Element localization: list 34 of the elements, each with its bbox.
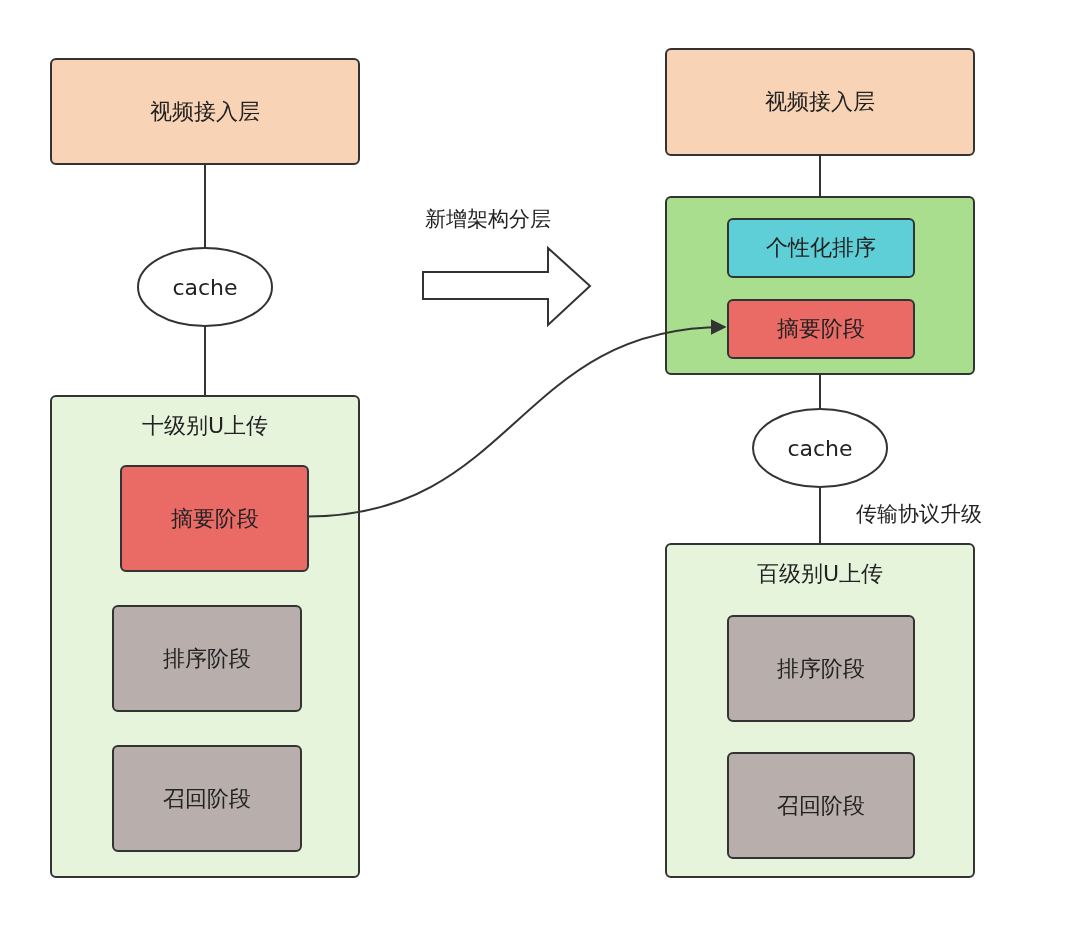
connector-line [819, 374, 821, 409]
cache-ellipse [752, 408, 888, 488]
stage-box [112, 745, 302, 852]
stage-box [120, 465, 309, 572]
stage-box [727, 299, 915, 359]
node-label: 召回阶段 [163, 784, 251, 813]
node-label: 排序阶段 [777, 654, 865, 683]
connector-line [204, 326, 206, 396]
connector-line [204, 164, 206, 248]
stage-box [727, 218, 915, 278]
layer-box [50, 58, 360, 165]
node-label: 个性化排序 [766, 234, 876, 262]
group-container [665, 543, 975, 878]
group-container [50, 395, 360, 878]
node-label: cache [172, 274, 238, 300]
layer-box [665, 48, 975, 156]
cache-ellipse [137, 247, 273, 327]
stage-box [727, 752, 915, 859]
node-label: cache [787, 435, 853, 461]
connector-line [306, 320, 727, 518]
node-label: 视频接入层 [765, 88, 875, 116]
node-label: 摘要阶段 [170, 504, 259, 533]
group-container [665, 196, 975, 375]
node-label: 排序阶段 [163, 644, 251, 673]
stage-box [727, 615, 915, 722]
node-label: 摘要阶段 [777, 315, 865, 343]
connector-line [819, 155, 821, 197]
stage-box [112, 605, 302, 712]
node-label: 百级别U上传 [756, 560, 884, 588]
connector-line [819, 487, 821, 544]
node-label: 视频接入层 [150, 97, 260, 126]
note-text: 新增架构分层 [425, 206, 551, 233]
node-label: 召回阶段 [777, 791, 865, 820]
node-label: 十级别U上传 [141, 412, 269, 440]
